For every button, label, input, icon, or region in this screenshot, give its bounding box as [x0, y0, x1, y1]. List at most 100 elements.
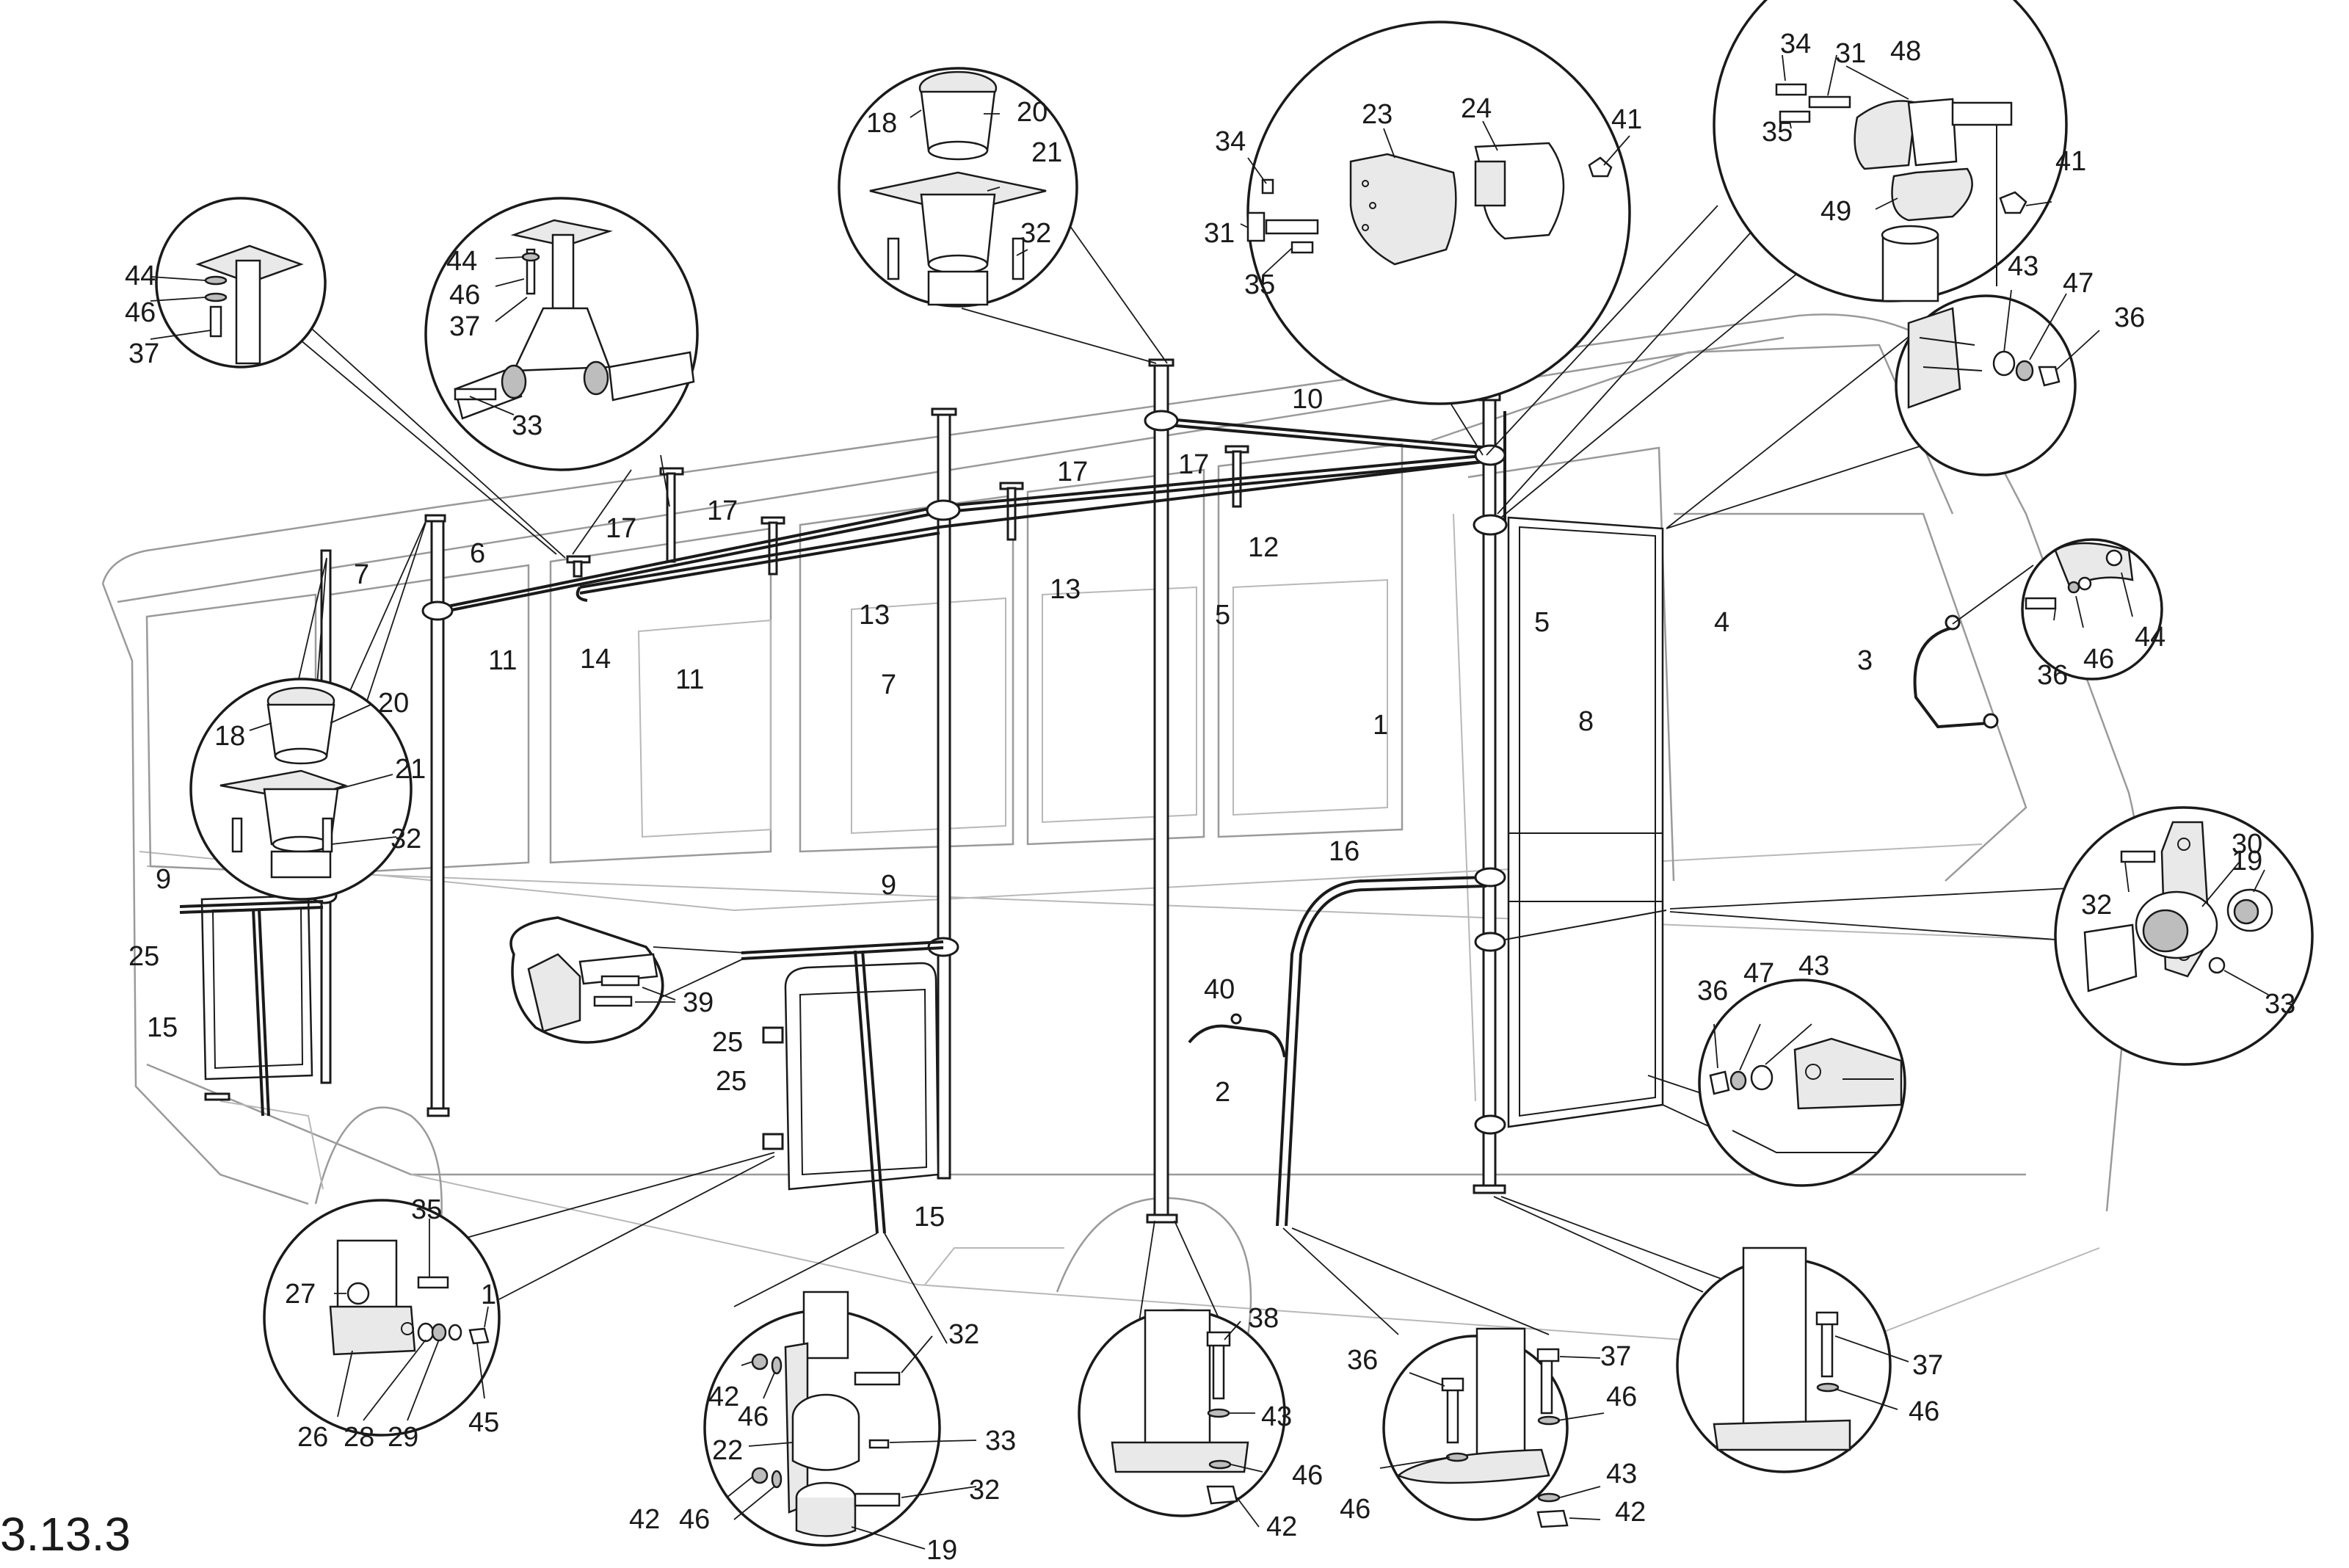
callout-1: 1 — [481, 1280, 496, 1310]
callout-5: 5 — [1534, 607, 1550, 638]
callout-3: 3 — [1857, 645, 1873, 676]
callout-9: 9 — [881, 870, 896, 901]
callout-43: 43 — [1798, 951, 1829, 981]
callout-15: 15 — [147, 1012, 178, 1043]
detail-door-pole-base — [1493, 1196, 1909, 1473]
detail-swivel-bracket-22 — [703, 1233, 977, 1550]
callout-17: 17 — [707, 496, 738, 526]
callout-29: 29 — [388, 1422, 418, 1453]
callout-35: 35 — [411, 1194, 442, 1225]
callout-42: 42 — [1615, 1497, 1646, 1528]
callout-32: 32 — [969, 1475, 1000, 1506]
callout-47: 47 — [1743, 958, 1774, 989]
pole-base-plate — [1146, 1213, 1178, 1224]
callout-17: 17 — [606, 513, 636, 544]
callout-37: 37 — [128, 338, 159, 369]
callout-20: 20 — [378, 688, 409, 719]
callout-17: 17 — [1057, 457, 1088, 487]
callout-48: 48 — [1890, 36, 1921, 67]
callout-46: 46 — [1340, 1494, 1370, 1525]
detail-wall-bracket-30 — [1669, 806, 2314, 1066]
callout-21: 21 — [1031, 137, 1062, 168]
callout-18: 18 — [866, 108, 897, 139]
callout-16: 16 — [1329, 836, 1359, 867]
detail-grab-rail-base — [1282, 1227, 1605, 1528]
callout-5: 5 — [1215, 600, 1230, 631]
callout-1: 1 — [1373, 710, 1388, 741]
detail-clamp-23-24 — [1240, 21, 1718, 456]
callout-46: 46 — [449, 280, 480, 311]
callout-41: 41 — [2055, 146, 2086, 177]
callout-31: 31 — [1835, 38, 1866, 69]
callout-44: 44 — [125, 261, 156, 291]
callout-27: 27 — [285, 1279, 316, 1310]
callout-36: 36 — [1697, 976, 1728, 1006]
callout-44: 44 — [2135, 622, 2165, 653]
callout-38: 38 — [1248, 1303, 1279, 1334]
callout-46: 46 — [679, 1504, 710, 1535]
callout-13: 13 — [859, 600, 890, 631]
callout-37: 37 — [1912, 1350, 1943, 1381]
callout-35: 35 — [1244, 269, 1275, 300]
pole-base-plate — [1473, 1184, 1506, 1194]
callout-13: 13 — [1050, 574, 1081, 605]
callout-46: 46 — [1606, 1382, 1637, 1412]
callout-42: 42 — [708, 1382, 739, 1412]
callout-44: 44 — [446, 246, 477, 277]
detail-partition-bracket-26 — [263, 1152, 775, 1437]
callout-45: 45 — [468, 1407, 499, 1438]
callout-7: 7 — [881, 669, 896, 700]
callout-43: 43 — [1261, 1401, 1292, 1432]
callout-42: 42 — [1266, 1511, 1297, 1542]
callout-10: 10 — [1292, 384, 1323, 415]
callout-42: 42 — [629, 1504, 660, 1535]
callout-11: 11 — [675, 664, 704, 695]
callout-41: 41 — [1611, 104, 1642, 135]
callout-35: 35 — [1762, 117, 1793, 148]
detail-handle-mount-3 — [1952, 538, 2163, 680]
detail-pole-base-42 — [1078, 1220, 1286, 1528]
callout-33: 33 — [2265, 989, 2295, 1020]
detail-ceiling-flange-18-21 — [838, 67, 1168, 364]
callout-46: 46 — [1292, 1460, 1323, 1491]
callout-33: 33 — [985, 1426, 1016, 1456]
detail-floor-bracket-36-43-47 — [1647, 979, 1906, 1187]
callout-12: 12 — [1248, 532, 1279, 563]
callout-33: 33 — [512, 410, 542, 441]
callout-46: 46 — [738, 1401, 769, 1432]
callout-31: 31 — [1204, 218, 1235, 249]
callout-8: 8 — [1578, 706, 1594, 737]
callout-32: 32 — [948, 1319, 979, 1350]
detail-ceiling-mount-37 — [150, 197, 566, 559]
callout-labels: 1 1 2 3 4 5 5 6 7 7 8 9 9 10 11 11 12 13… — [0, 29, 2295, 1566]
callout-23: 23 — [1362, 99, 1393, 130]
figure-number: 3.13.3 — [0, 1508, 131, 1561]
callout-28: 28 — [344, 1422, 374, 1453]
callout-43: 43 — [1606, 1459, 1637, 1489]
rail-system — [179, 358, 1999, 1234]
callout-32: 32 — [391, 824, 421, 854]
callout-46: 46 — [125, 297, 156, 328]
callout-40: 40 — [1204, 974, 1235, 1005]
callout-15: 15 — [914, 1202, 945, 1233]
pole-foot — [426, 1107, 450, 1117]
callout-20: 20 — [1017, 97, 1048, 128]
callout-46: 46 — [2083, 644, 2114, 675]
detail-flange-left-18-21 — [189, 520, 426, 901]
callout-49: 49 — [1820, 196, 1851, 227]
callout-43: 43 — [2008, 251, 2038, 282]
callout-37: 37 — [449, 311, 480, 342]
callout-18: 18 — [214, 721, 245, 752]
callout-17: 17 — [1178, 449, 1209, 480]
callout-9: 9 — [156, 864, 171, 895]
callout-11: 11 — [488, 645, 517, 676]
callout-25: 25 — [716, 1066, 747, 1097]
callout-47: 47 — [2063, 268, 2094, 299]
detail-t-connector-33 — [424, 197, 699, 555]
callout-4: 4 — [1714, 607, 1729, 638]
callout-34: 34 — [1780, 29, 1811, 59]
callout-37: 37 — [1600, 1341, 1631, 1372]
callout-36: 36 — [2037, 660, 2068, 691]
callout-7: 7 — [354, 559, 369, 590]
callout-36: 36 — [1347, 1345, 1378, 1376]
